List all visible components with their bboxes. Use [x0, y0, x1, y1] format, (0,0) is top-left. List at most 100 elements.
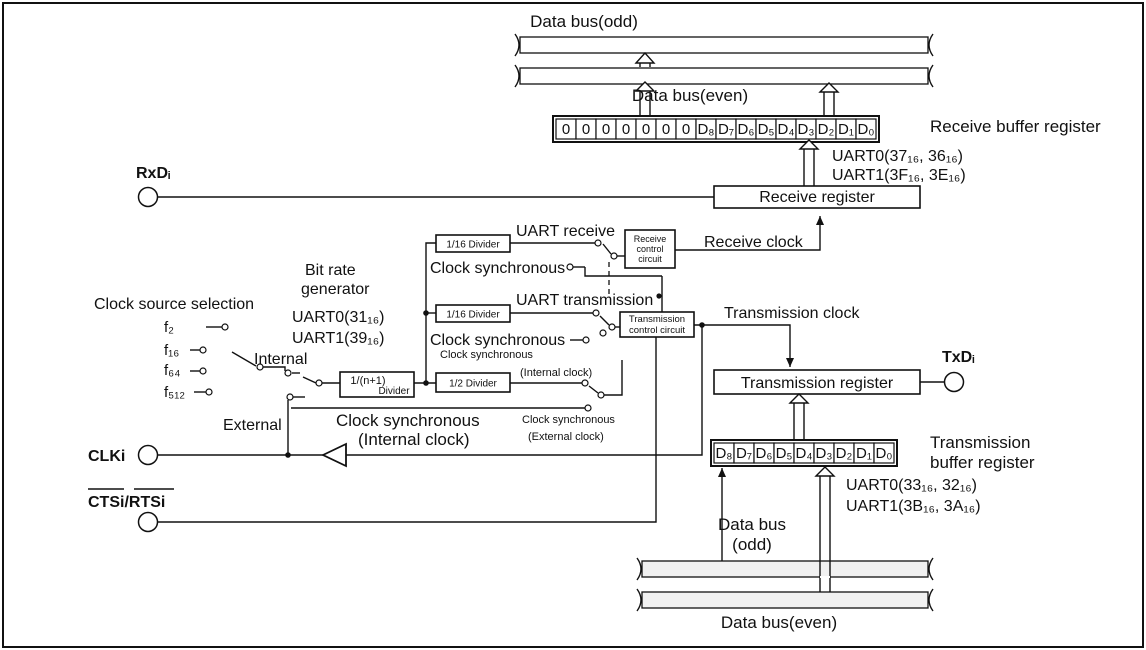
receive-buffer-bit-label: D₄ — [778, 121, 795, 138]
transmit-buffer-bit-label: D₀ — [875, 445, 892, 462]
data-bus-odd-bottom-line2: (odd) — [732, 535, 772, 554]
brg-uart0-address: UART0(31₁₆) — [292, 309, 384, 326]
transmission-control-circuit — [619, 311, 695, 338]
receive-buffer-register-label: Receive buffer register — [930, 117, 1101, 136]
data-bus-even-top — [514, 64, 934, 88]
clk-output-buffer — [320, 442, 347, 468]
receive-buffer-bit-label: D₂ — [818, 121, 835, 138]
divider-n-plus-1 — [339, 371, 415, 398]
data-bus-even-bottom — [636, 588, 934, 612]
txd-pin-label: TxDᵢ — [942, 349, 974, 366]
internal-clock-small: (Internal clock) — [520, 367, 592, 379]
cts-rts-pin — [137, 511, 159, 533]
clock-sync-internal-small: Clock synchronous — [440, 349, 533, 361]
external-label: External — [223, 417, 282, 434]
clock-source-selection-label: Clock source selection — [94, 296, 254, 313]
receive-buffer-bit-label: D₈ — [697, 121, 714, 138]
clock-sync-external-small: Clock synchronous — [522, 414, 615, 426]
receive-buffer-bit-cell — [855, 118, 877, 140]
transmission-register-label: Transmission register — [741, 375, 894, 392]
data-bus-even-top-label: Data bus(even) — [632, 86, 748, 105]
receive-buffer-bit-label: 0 — [582, 121, 590, 138]
cts-rts-pin-label: CTSi/RTSi — [88, 494, 165, 511]
txd-pin — [943, 371, 965, 393]
clock-synchronous-tx-label: Clock synchronous — [430, 332, 565, 349]
data-bus-odd-bottom — [636, 557, 934, 581]
receive-control-circuit — [624, 229, 676, 269]
receive-buffer-bit-label: 0 — [622, 121, 630, 138]
receive-buffer-bit-label: D₁ — [838, 121, 854, 138]
transmission-buffer-line1: Transmission — [930, 433, 1030, 452]
receive-register-label: Receive register — [759, 189, 875, 206]
clock-sync-clk-label: Clock synchronous — [336, 411, 480, 430]
transmission-control-line2: control circuit — [629, 325, 685, 336]
transmit-buffer-bit-label: D₂ — [836, 445, 853, 462]
bit-rate-generator-line2: generator — [301, 281, 370, 298]
receive-buffer-bit-label: D₀ — [857, 121, 874, 138]
data-bus-odd-top — [514, 33, 934, 57]
transmit-buffer-bit-label: D₁ — [856, 445, 872, 462]
external-clock-small: (External clock) — [528, 431, 604, 443]
bus-to-tx-buffer-arrow — [814, 466, 836, 592]
f64-label: f₆₄ — [164, 362, 180, 379]
rx-register-to-buffer-arrow — [798, 139, 820, 186]
transmission-clock-label: Transmission clock — [724, 305, 860, 322]
receive-register — [713, 185, 921, 209]
receive-buffer-bit-label: D₅ — [758, 121, 775, 138]
transmit-buffer-bit-label: D₇ — [736, 445, 752, 462]
receive-control-line3: circuit — [638, 254, 662, 264]
receive-control-line1: Receive — [634, 234, 667, 244]
receive-buffer-bit-label: 0 — [682, 121, 690, 138]
tx-uart1-address: UART1(3B₁₆, 3A₁₆) — [846, 498, 981, 515]
transmit-buffer-bit-label: D₃ — [816, 445, 833, 462]
transmit-buffer-bit-cell — [873, 442, 895, 464]
transmit-buffer-bit-label: D₅ — [776, 445, 793, 462]
divider-n-plus-1-line1: 1/(n+1) — [350, 375, 385, 387]
bus-arrow-right — [818, 82, 840, 116]
divider-n-plus-1-line2: Divider — [378, 386, 410, 397]
receive-clock-label: Receive clock — [704, 234, 804, 251]
tx-divider-16-label: 1/16 Divider — [446, 310, 500, 321]
rx-uart0-address: UART0(37₁₆, 36₁₆) — [832, 148, 963, 165]
tx-uart0-address: UART0(33₁₆, 32₁₆) — [846, 477, 977, 494]
uart-transmission-label: UART transmission — [516, 292, 653, 309]
tx-buffer-to-register-arrow — [788, 393, 810, 442]
clki-pin — [137, 444, 159, 466]
receive-buffer-bit-label: D₆ — [738, 121, 755, 138]
data-bus-even-bottom-label: Data bus(even) — [721, 613, 837, 632]
rxd-pin — [137, 186, 159, 208]
transmit-buffer-bit-label: D₆ — [756, 445, 773, 462]
f2-label: f₂ — [164, 319, 174, 336]
rx-divider-16-label: 1/16 Divider — [446, 240, 500, 251]
divider-2-label: 1/2 Divider — [449, 379, 497, 390]
f16-label: f₁₆ — [164, 342, 179, 359]
receive-buffer-bit-label: D₇ — [718, 121, 734, 138]
clock-synchronous-rx-label: Clock synchronous — [430, 260, 565, 277]
rxd-pin-label: RxDᵢ — [136, 165, 170, 182]
transmit-buffer-bit-label: D₈ — [715, 445, 732, 462]
bit-rate-generator-line1: Bit rate — [305, 262, 356, 279]
receive-buffer-bit-label: 0 — [602, 121, 610, 138]
brg-uart1-address: UART1(39₁₆) — [292, 330, 384, 347]
data-bus-odd-top-label: Data bus(odd) — [530, 12, 638, 31]
receive-buffer-bit-label: 0 — [642, 121, 650, 138]
receive-buffer-bit-label: 0 — [562, 121, 570, 138]
internal-label: Internal — [254, 351, 307, 368]
bus-arrow-left — [634, 51, 656, 116]
internal-clock-clk-label: (Internal clock) — [358, 430, 469, 449]
uart-receive-label: UART receive — [516, 223, 615, 240]
data-bus-odd-bottom-line1: Data bus — [718, 515, 786, 534]
receive-control-line2: control — [636, 244, 663, 254]
transmission-buffer-line2: buffer register — [930, 453, 1035, 472]
transmission-control-line1: Transmission — [629, 314, 685, 325]
receive-buffer-bit-label: D₃ — [798, 121, 815, 138]
receive-buffer-bit-label: 0 — [662, 121, 670, 138]
f512-label: f₅₁₂ — [164, 384, 185, 401]
rx-uart1-address: UART1(3F₁₆, 3E₁₆) — [832, 167, 966, 184]
transmit-buffer-bit-label: D₄ — [796, 445, 813, 462]
clki-pin-label: CLKi — [88, 448, 125, 465]
